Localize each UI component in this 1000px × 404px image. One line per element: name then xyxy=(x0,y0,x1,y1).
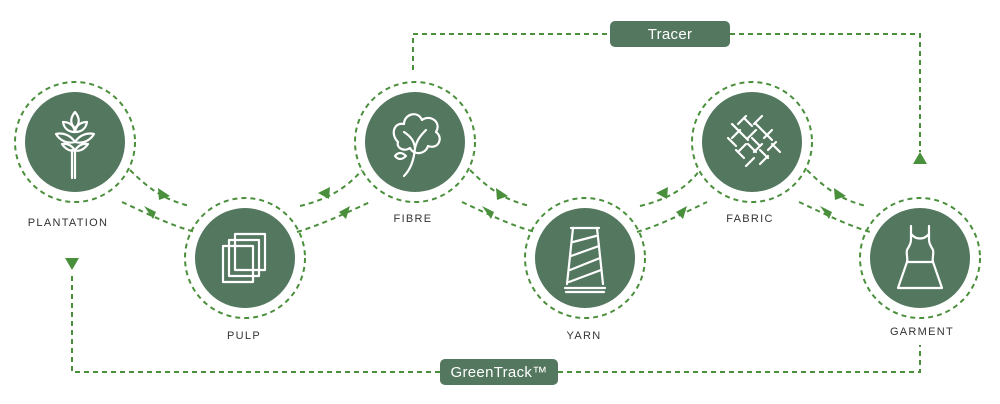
stage-label-garment: GARMENT xyxy=(890,326,954,338)
stage-label-fabric: FABRIC xyxy=(726,213,774,225)
greentrack-loop-line xyxy=(71,276,921,373)
stage-fabric xyxy=(702,92,802,192)
stage-label-yarn: YARN xyxy=(567,330,602,342)
fibre-ring xyxy=(354,81,476,203)
stage-pulp xyxy=(195,208,295,308)
pulp-ring xyxy=(184,197,306,319)
plantation-ring xyxy=(14,81,136,203)
cotton-icon xyxy=(392,113,441,178)
stage-plantation xyxy=(25,92,125,192)
fabric-weave-icon xyxy=(726,114,782,168)
garment-ring xyxy=(859,197,981,319)
flow-arrowheads xyxy=(144,187,846,219)
tracer-badge-label: Tracer xyxy=(648,26,693,43)
stage-fibre xyxy=(365,92,465,192)
stage-label-fibre: FIBRE xyxy=(394,213,433,225)
stage-label-plantation: PLANTATION xyxy=(28,217,108,229)
tracer-loop-arrow xyxy=(913,152,927,164)
greentrack-badge-label: GreenTrack™ xyxy=(451,364,548,381)
stage-label-pulp: PULP xyxy=(227,330,261,342)
greentrack-badge: GreenTrack™ xyxy=(440,359,558,385)
yarn-spool-icon xyxy=(563,226,607,294)
plant-icon xyxy=(54,110,96,180)
pulp-sheets-icon xyxy=(221,232,267,284)
greentrack-loop-arrow xyxy=(65,258,79,270)
yarn-ring xyxy=(524,197,646,319)
dress-icon xyxy=(896,224,944,290)
tracer-badge: Tracer xyxy=(610,21,730,47)
stage-yarn xyxy=(535,208,635,308)
stage-garment xyxy=(870,208,970,308)
tracer-loop-line xyxy=(412,33,921,152)
fabric-ring xyxy=(691,81,813,203)
